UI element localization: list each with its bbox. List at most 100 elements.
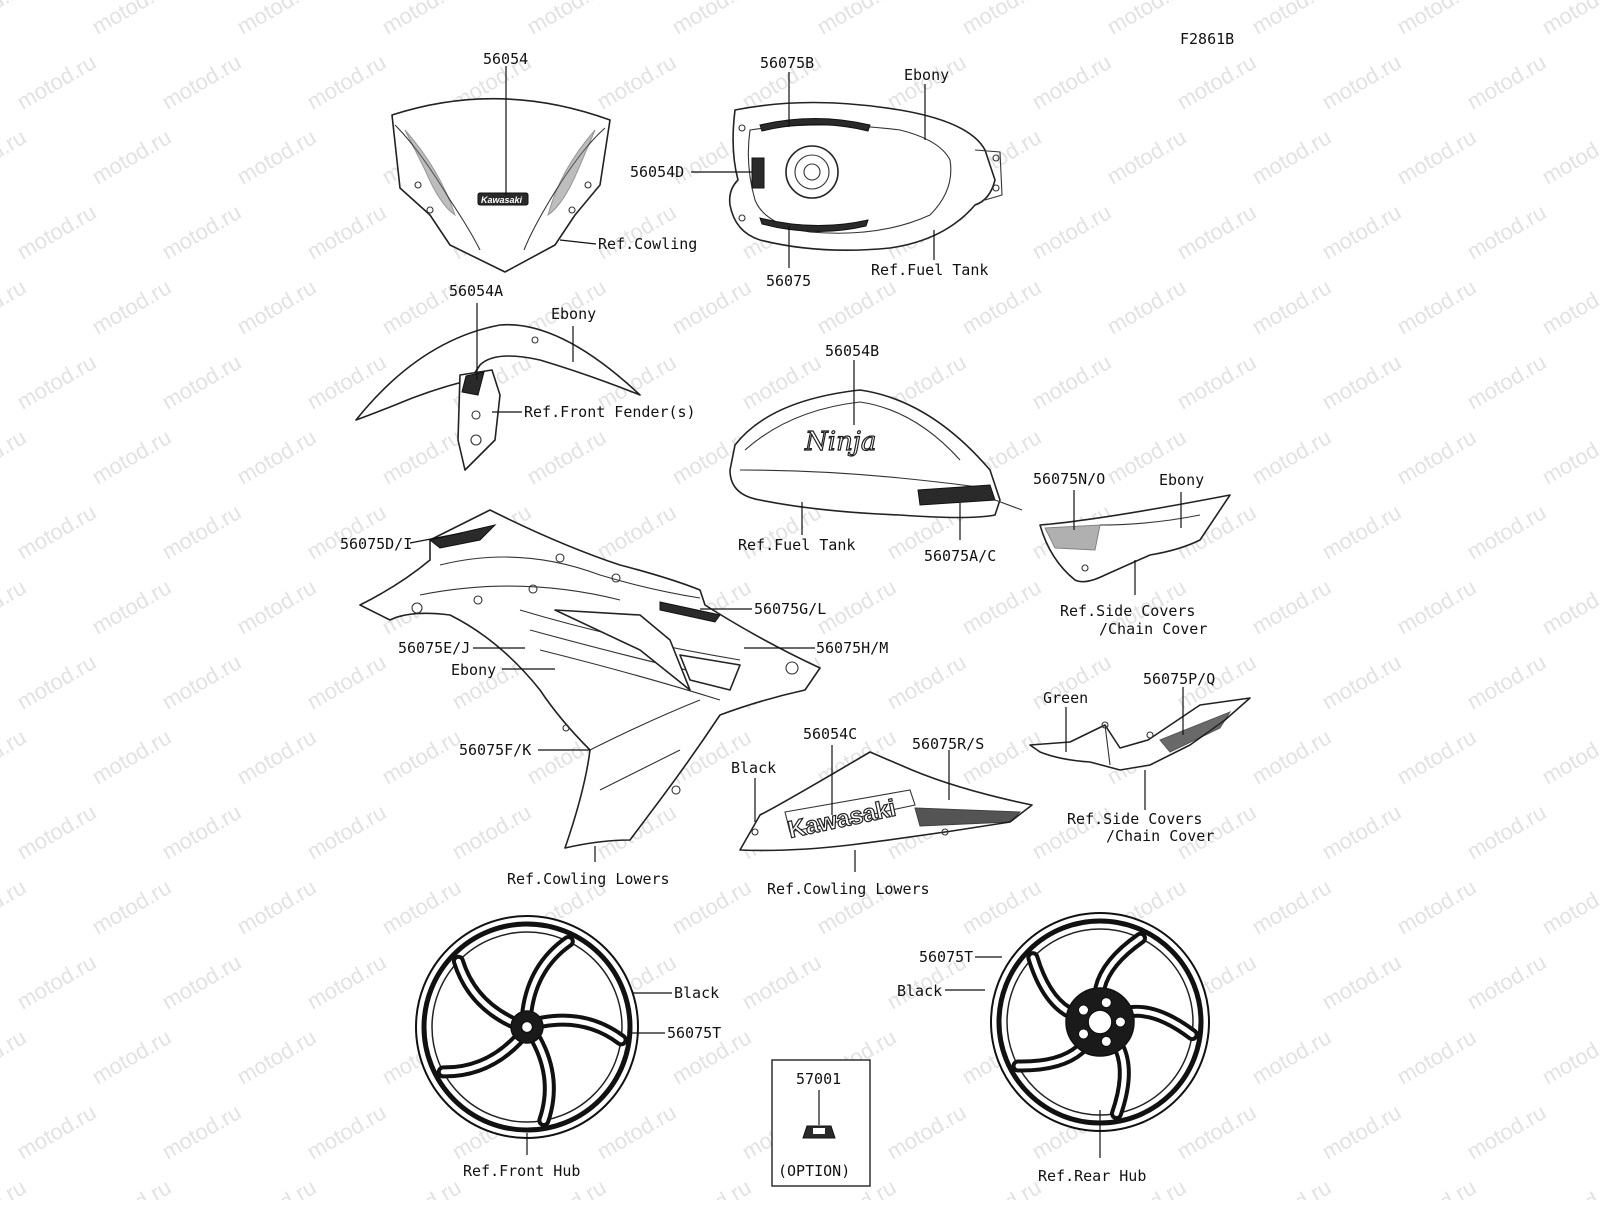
watermark-text: motod.ru [0, 424, 30, 489]
label-56054C: 56054C [803, 725, 857, 743]
watermark-text: motod.ru [88, 1174, 176, 1200]
label-56075T-rear: 56075T [919, 948, 973, 966]
watermark-text: motod.ru [1463, 799, 1551, 864]
watermark-text: motod.ru [88, 424, 176, 489]
watermark-text: motod.ru [958, 0, 1046, 39]
watermark-text: motod.ru [1463, 49, 1551, 114]
watermark-text: motod.ru [0, 0, 30, 39]
label-ebony-fender: Ebony [551, 305, 596, 323]
watermark-text: motod.ru [593, 49, 681, 114]
watermark-text: motod.ru [88, 574, 176, 639]
watermark-text: motod.ru [1538, 874, 1600, 939]
tank-logo-text: Ninja [804, 427, 876, 457]
hub-bolt [1077, 1004, 1089, 1016]
cowling-part [359, 509, 821, 849]
watermark-text: motod.ru [88, 274, 176, 339]
label-ref-fuel-tank-top: Ref.Fuel Tank [871, 261, 988, 279]
watermark-text: motod.ru [958, 874, 1046, 939]
watermark-text: motod.ru [1248, 724, 1336, 789]
watermark-text: motod.ru [1318, 649, 1406, 714]
windshield-logo-text: Kawasaki [481, 195, 523, 205]
watermark-text: motod.ru [158, 1099, 246, 1164]
figure-code: F2861B [1180, 30, 1234, 48]
watermark-text: motod.ru [158, 349, 246, 414]
label-ref-cowling-lowers-1: Ref.Cowling Lowers [507, 870, 670, 888]
label-ref-side-covers-2b: /Chain Cover [1106, 827, 1214, 845]
wheel-spoke-highlight [1129, 1008, 1195, 1038]
label-56075GL: 56075G/L [754, 600, 826, 618]
watermark-text: motod.ru [303, 199, 391, 264]
watermark-text: motod.ru [0, 724, 30, 789]
watermark-text: motod.ru [378, 874, 466, 939]
label-56054A: 56054A [449, 282, 503, 300]
label-ref-cowling: Ref.Cowling [598, 235, 697, 253]
label-ebony-cowl: Ebony [451, 661, 496, 679]
side-cover-part-2 [1029, 697, 1251, 771]
label-ref-fuel-tank-side: Ref.Fuel Tank [738, 536, 855, 554]
watermark-text: motod.ru [1318, 349, 1406, 414]
watermark-text: motod.ru [158, 199, 246, 264]
watermark-text: motod.ru [958, 274, 1046, 339]
hub-bolt [1100, 1035, 1112, 1047]
watermark-text: motod.ru [958, 1174, 1046, 1200]
watermark-text: motod.ru [1318, 949, 1406, 1014]
wheel-spoke-highlight [1097, 935, 1143, 991]
front-fender-part [355, 323, 641, 471]
side-cover-part-1 [1039, 494, 1231, 583]
watermark-text: motod.ru [303, 649, 391, 714]
watermark-text: motod.ru [1463, 199, 1551, 264]
watermark-text: motod.ru [88, 124, 176, 189]
watermark-text: motod.ru [1463, 1099, 1551, 1164]
label-56075EJ: 56075E/J [398, 639, 470, 657]
label-ref-front-hub: Ref.Front Hub [463, 1162, 580, 1180]
watermark-text: motod.ru [1538, 1024, 1600, 1089]
watermark-text: motod.ru [13, 649, 101, 714]
watermark-text: motod.ru [593, 499, 681, 564]
label-ebony-side: Ebony [1159, 471, 1204, 489]
watermark-text: motod.ru [13, 349, 101, 414]
watermark-text: motod.ru [13, 1099, 101, 1164]
label-56075B: 56075B [760, 54, 814, 72]
label-ref-side-covers-1b: /Chain Cover [1099, 620, 1207, 638]
watermark-text: motod.ru [1318, 49, 1406, 114]
watermark-text: motod.ru [233, 124, 321, 189]
rim-stripe [421, 921, 633, 1133]
watermark-text: motod.ru [13, 949, 101, 1014]
watermark-text: motod.ru [883, 649, 971, 714]
watermark-text: motod.ru [958, 574, 1046, 639]
watermark-text: motod.ru [233, 1024, 321, 1089]
label-ref-side-covers-2a: Ref.Side Covers [1067, 810, 1202, 828]
label-option: (OPTION) [778, 1162, 850, 1180]
label-56075: 56075 [766, 272, 811, 290]
watermark-text: motod.ru [0, 1024, 30, 1089]
fuel-tank-top-part [728, 101, 1003, 252]
axle [1087, 1009, 1113, 1035]
wheel-spoke-highlight [1114, 1047, 1127, 1117]
label-56075NO: 56075N/O [1033, 470, 1105, 488]
watermark-text: motod.ru [0, 874, 30, 939]
wheel-spoke-highlight [455, 958, 515, 1025]
watermark-text: motod.ru [158, 499, 246, 564]
watermark-text: motod.ru [233, 424, 321, 489]
wheel-spoke-highlight [533, 1037, 552, 1123]
watermark-text: motod.ru [1538, 424, 1600, 489]
watermark-text: motod.ru [158, 949, 246, 1014]
watermark-text: motod.ru [1463, 949, 1551, 1014]
wheel-spoke-highlight [524, 938, 571, 1014]
watermark-text: motod.ru [668, 0, 756, 39]
watermark-text: motod.ru [13, 49, 101, 114]
wheel-spoke-highlight [539, 1017, 624, 1043]
watermark-text: motod.ru [668, 874, 756, 939]
label-56054: 56054 [483, 50, 528, 68]
axle [520, 1020, 534, 1034]
label-56075FK: 56075F/K [459, 741, 531, 759]
label-57001: 57001 [796, 1070, 841, 1088]
watermark-text: motod.ru [0, 574, 30, 639]
watermark-text: motod.ru [1173, 199, 1261, 264]
watermark-text: motod.ru [0, 124, 30, 189]
watermark-text: motod.ru [88, 724, 176, 789]
watermark-text: motod.ru [233, 874, 321, 939]
rim-inner [431, 931, 623, 1123]
watermark-text: motod.ru [378, 0, 466, 39]
watermark-text: motod.ru [738, 949, 826, 1014]
